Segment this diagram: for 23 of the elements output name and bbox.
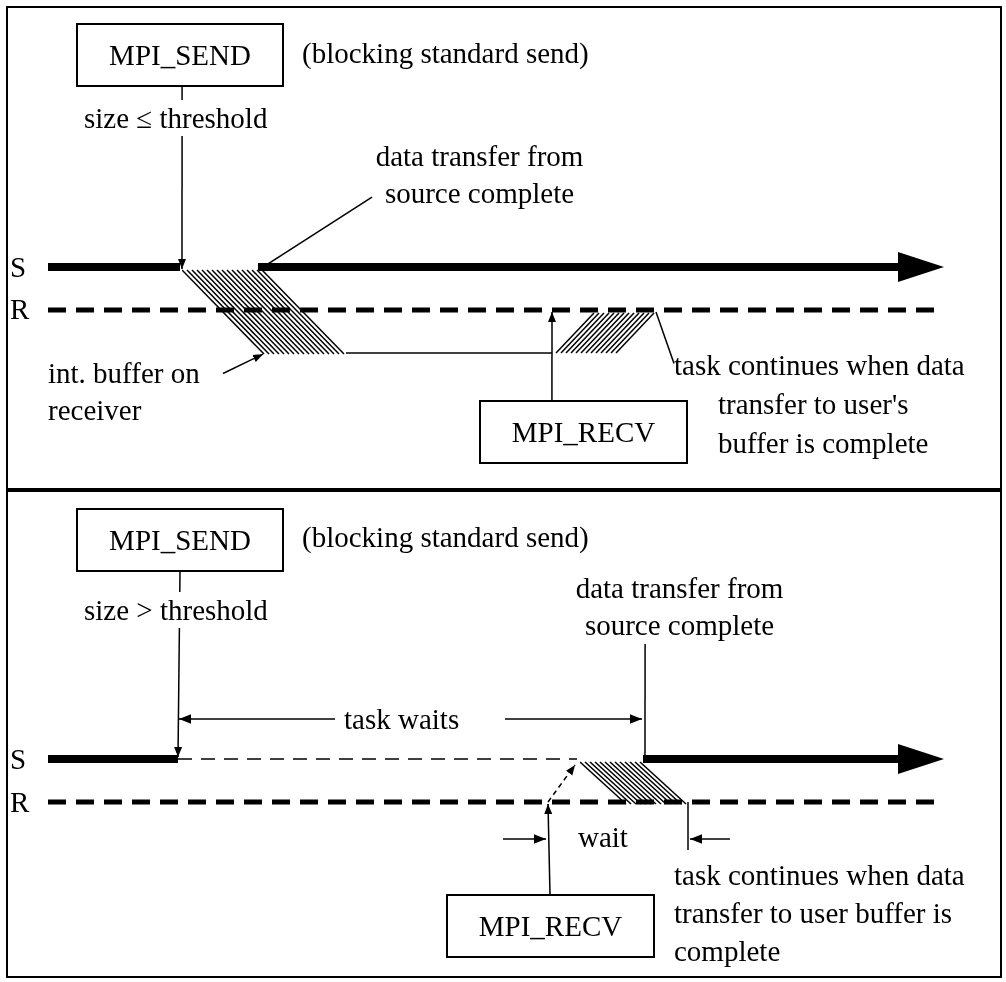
hatched-transfer-drawing <box>182 269 346 355</box>
note-text: (blocking standard send) <box>302 520 589 555</box>
timeline-label: S <box>10 250 27 285</box>
annotation-text: data transfer from source complete <box>572 570 787 644</box>
arrow <box>222 353 264 375</box>
leader-line <box>345 352 553 354</box>
note-text: (blocking standard send) <box>302 36 589 71</box>
annotation-text: task continues when data transfer to user buffer is complete <box>674 858 966 969</box>
annotation-text: int. buffer on receiver <box>48 355 223 429</box>
timeline-label: R <box>10 785 30 820</box>
panel-frame <box>6 6 1002 490</box>
arrow <box>548 311 556 401</box>
timeline-label: S <box>10 742 27 777</box>
process-box: MPI_SEND <box>76 23 284 87</box>
process-box: MPI_SEND <box>76 508 284 572</box>
hatched-transfer-drawing <box>552 312 658 354</box>
process-box: MPI_RECV <box>479 400 688 464</box>
annotation-text: data transfer from source complete <box>372 138 587 212</box>
timeline-label: R <box>10 292 30 327</box>
process-box: MPI_RECV <box>446 894 655 958</box>
leader-line <box>655 311 675 365</box>
arrow <box>544 803 553 895</box>
panel-frame <box>6 490 1002 978</box>
